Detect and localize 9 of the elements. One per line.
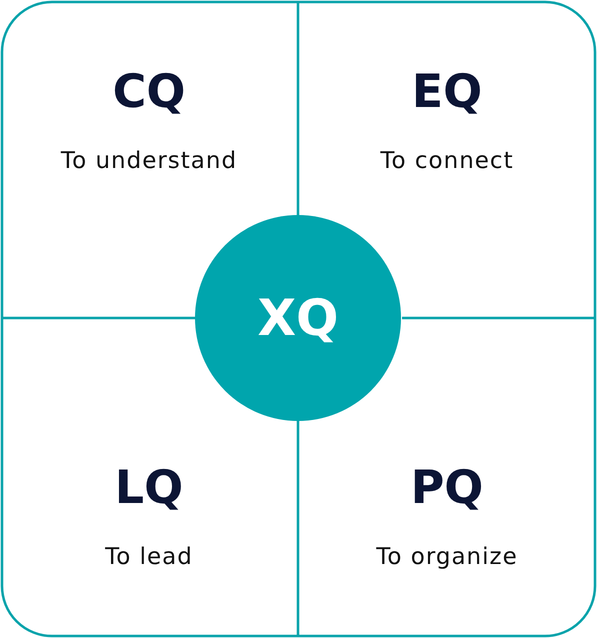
quadrant-heading: CQ [112,68,186,114]
quadrant-heading: EQ [410,68,484,114]
quadrant-subtitle: To understand [60,150,238,173]
quadrant-heading: LQ [114,464,184,510]
quadrant-heading: PQ [410,464,484,510]
circle-label: XQ [257,289,339,347]
quadrant-subtitle: To lead [104,546,194,569]
quadrant-subtitle: To connect [379,150,515,173]
quadrant-subtitle: To organize [375,546,519,569]
